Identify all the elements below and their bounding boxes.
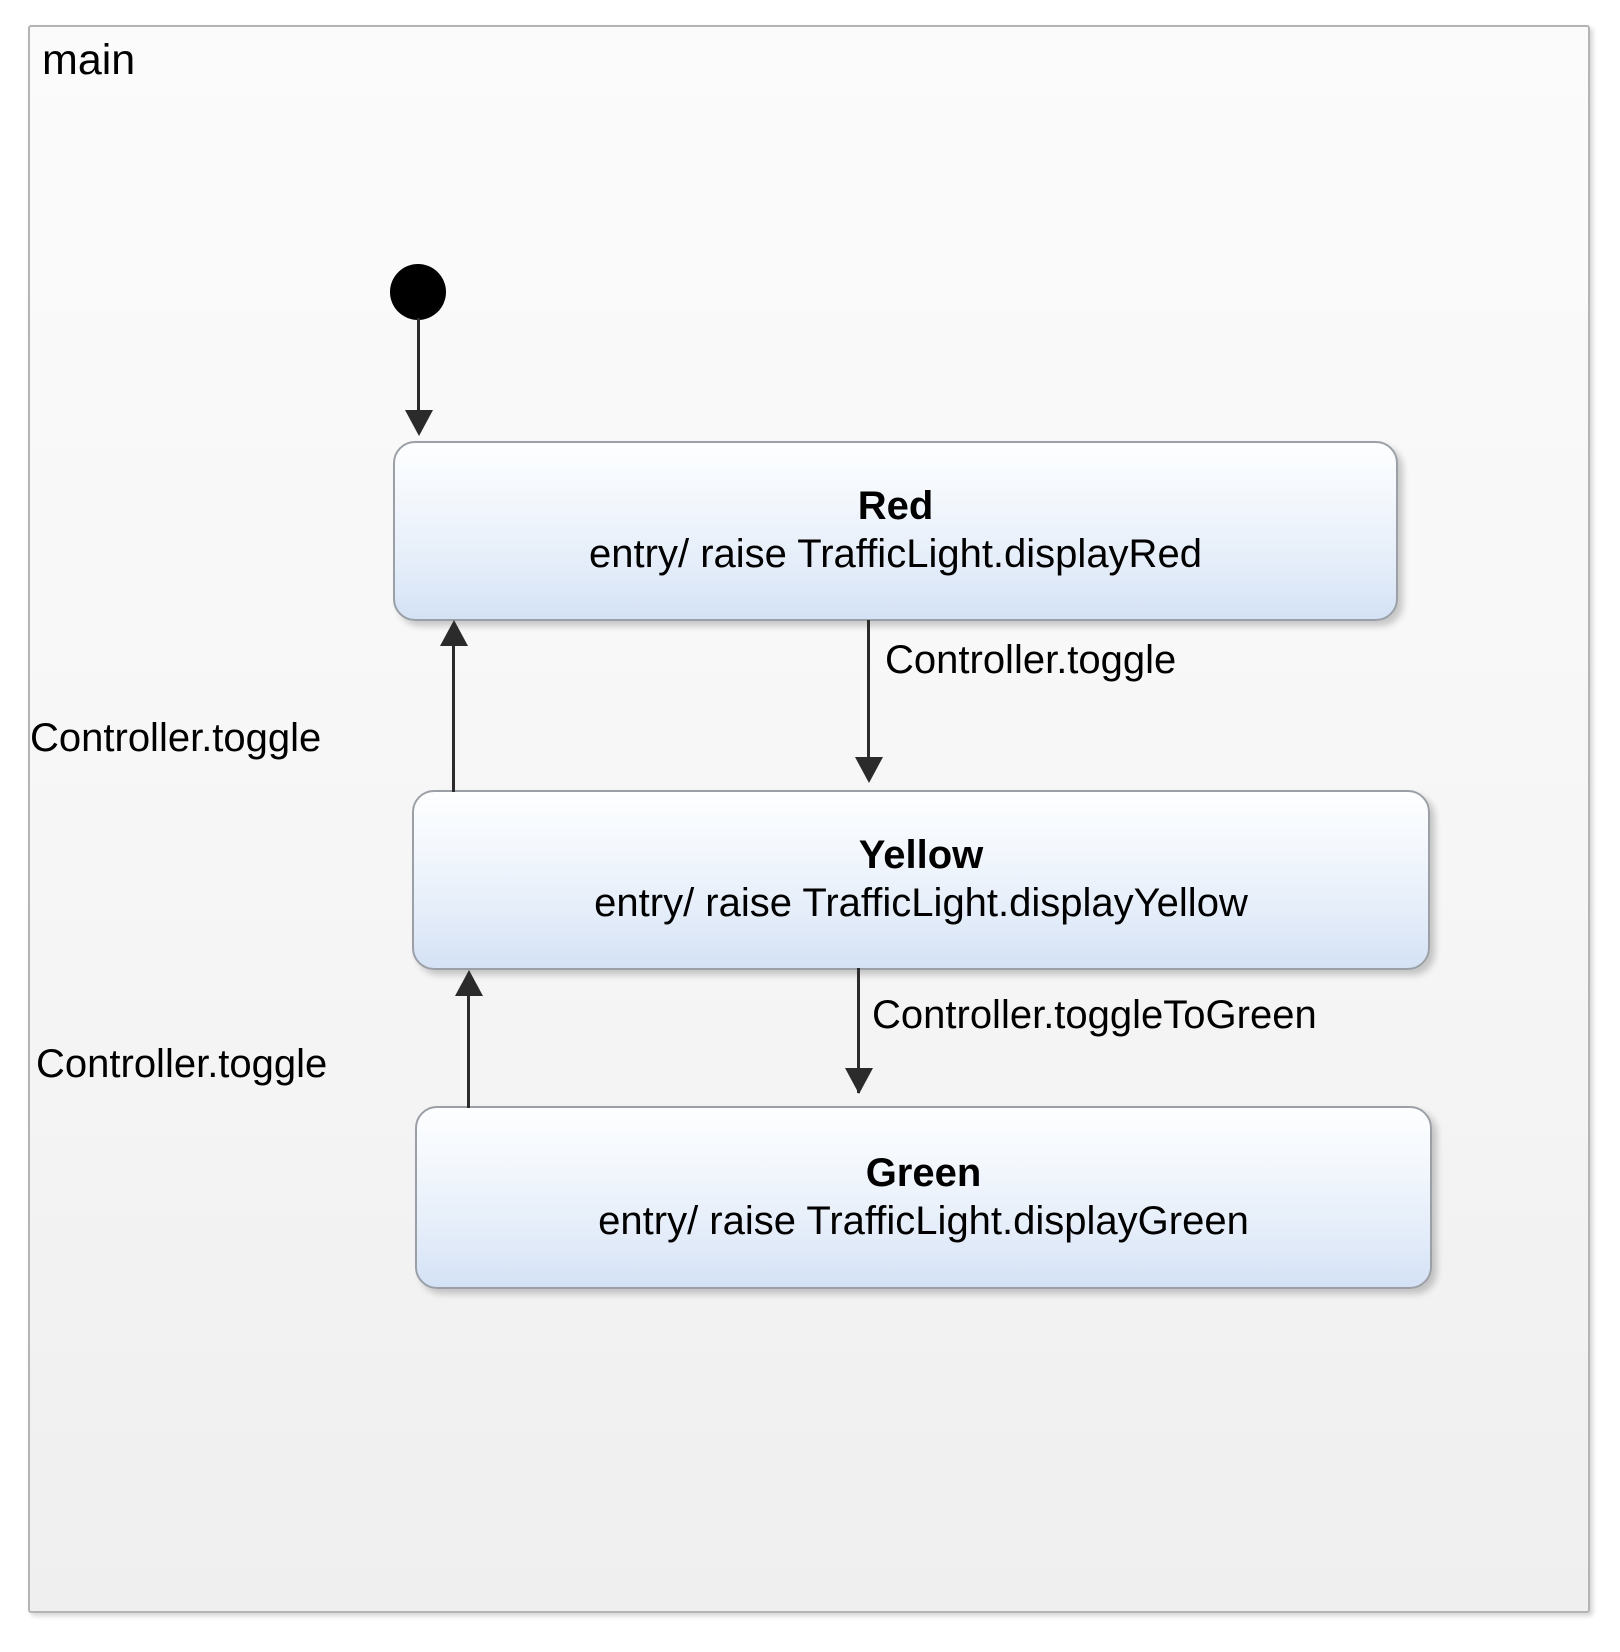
- state-body-red: entry/ raise TrafficLight.displayRed: [589, 532, 1202, 576]
- transition-green-to-yellow-line[interactable]: [467, 996, 470, 1108]
- transition-yellow-to-red-line[interactable]: [452, 646, 455, 792]
- state-title-green: Green: [865, 1150, 982, 1195]
- state-body-green: entry/ raise TrafficLight.displayGreen: [598, 1198, 1249, 1243]
- state-node-green[interactable]: Green entry/ raise TrafficLight.displayG…: [415, 1106, 1432, 1289]
- state-node-red[interactable]: Red entry/ raise TrafficLight.displayRed: [393, 441, 1398, 621]
- transition-label-green-to-yellow: Controller.toggle: [36, 1042, 328, 1086]
- transition-initial-to-red-line[interactable]: [417, 318, 420, 424]
- state-title-yellow: Yellow: [858, 833, 984, 877]
- transition-red-to-yellow-arrowhead: [855, 757, 883, 783]
- transition-yellow-to-red-arrowhead: [440, 620, 468, 646]
- region-name-label: main: [42, 36, 136, 84]
- transition-yellow-to-green-arrowhead: [845, 1068, 873, 1094]
- transition-label-red-to-yellow: Controller.toggle: [885, 638, 1177, 682]
- transition-green-to-yellow-arrowhead: [455, 970, 483, 996]
- transition-red-to-yellow-line[interactable]: [867, 620, 870, 778]
- transition-label-yellow-to-green: Controller.toggleToGreen: [872, 993, 1317, 1037]
- transition-label-yellow-to-red: Controller.toggle: [30, 716, 322, 760]
- state-body-yellow: entry/ raise TrafficLight.displayYellow: [594, 881, 1248, 925]
- state-title-red: Red: [857, 484, 934, 528]
- transition-initial-to-red-arrowhead: [405, 410, 433, 436]
- transition-yellow-to-green-line[interactable]: [857, 968, 860, 1093]
- state-node-yellow[interactable]: Yellow entry/ raise TrafficLight.display…: [412, 790, 1430, 970]
- initial-state-node[interactable]: [390, 264, 446, 320]
